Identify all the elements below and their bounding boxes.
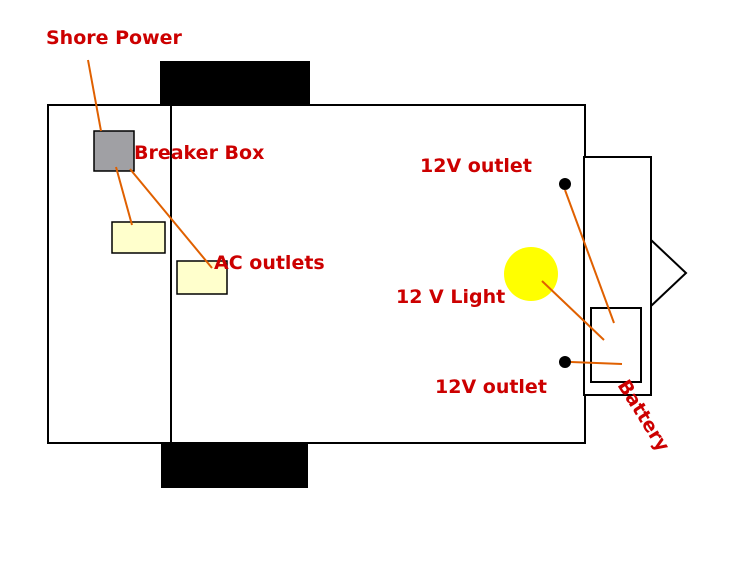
- battery-box: [590, 307, 642, 383]
- wire-outlet-bottom-to-battery: [570, 361, 623, 365]
- wires: [87, 59, 623, 365]
- label-ac-outlets: AC outlets: [214, 252, 325, 274]
- label-12v-outlet-bottom: 12V outlet: [435, 376, 547, 398]
- trailer-body: [47, 104, 586, 444]
- wire-shore-to-breaker: [87, 59, 102, 132]
- wire-outlet-top-to-battery: [564, 189, 615, 324]
- label-12v-light: 12 V Light: [396, 286, 505, 308]
- label-breaker-box: Breaker Box: [134, 142, 264, 164]
- outlet-12v-top: [559, 178, 571, 190]
- wire-breaker-to-outlet-2: [129, 168, 213, 269]
- outlet-12v-bottom: [559, 356, 571, 368]
- wire-breaker-to-outlet-1: [115, 166, 133, 226]
- label-shore-power: Shore Power: [46, 27, 183, 49]
- breaker-box: [93, 130, 135, 172]
- label-12v-outlet-top: 12V outlet: [420, 155, 532, 177]
- wire-light-to-battery: [541, 280, 605, 341]
- hitch: [650, 239, 688, 307]
- ac-outlet-2: [176, 260, 228, 295]
- top-wheel: [160, 61, 310, 106]
- light-12v: [504, 247, 558, 301]
- bottom-wheel: [161, 444, 308, 488]
- ac-outlet-1: [111, 221, 166, 254]
